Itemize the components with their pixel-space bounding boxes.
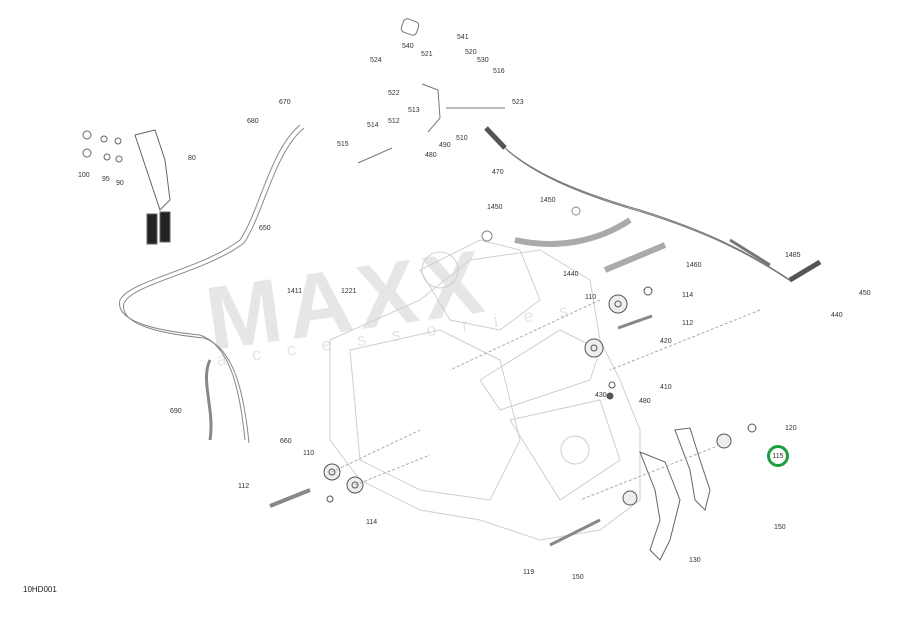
part-label[interactable]: 480 (425, 152, 437, 159)
part-label[interactable]: 110 (303, 450, 315, 457)
part-label[interactable]: 100 (78, 172, 90, 179)
hose-650 (119, 124, 305, 444)
part-label[interactable]: 130 (689, 557, 701, 564)
part-label[interactable]: 1460 (686, 262, 702, 269)
part-label[interactable]: 114 (682, 292, 694, 299)
part-label: 115 (772, 452, 784, 460)
hoses-upper (481, 206, 771, 273)
part-label[interactable]: 120 (785, 425, 797, 432)
part-label[interactable]: 514 (367, 122, 379, 129)
part-label[interactable]: 523 (512, 99, 524, 106)
part-label[interactable]: 90 (116, 180, 124, 187)
part-label[interactable]: 521 (421, 51, 433, 58)
bracket-130 (639, 427, 711, 561)
part-label[interactable]: 112 (682, 320, 694, 327)
part-label[interactable]: 1485 (785, 252, 801, 259)
part-label[interactable]: 680 (247, 118, 259, 125)
part-label[interactable]: 540 (402, 43, 414, 50)
pedal-assembly (82, 129, 171, 245)
part-label[interactable]: 512 (388, 118, 400, 125)
part-label[interactable]: 470 (492, 169, 504, 176)
part-label[interactable]: 670 (279, 99, 291, 106)
part-label[interactable]: 522 (388, 90, 400, 97)
part-label[interactable]: 420 (660, 338, 672, 345)
part-label[interactable]: 1221 (341, 288, 357, 295)
part-label[interactable]: 520 (465, 49, 477, 56)
part-label[interactable]: 541 (457, 34, 469, 41)
part-label[interactable]: 119 (523, 569, 535, 576)
engine-assembly (329, 239, 641, 541)
part-label[interactable]: 650 (259, 225, 271, 232)
part-label[interactable]: 516 (493, 68, 505, 75)
part-label[interactable]: 150 (774, 524, 786, 531)
part-label[interactable]: 80 (188, 155, 196, 162)
part-label[interactable]: 530 (477, 57, 489, 64)
part-label[interactable]: 513 (408, 107, 420, 114)
part-label[interactable]: 1411 (287, 288, 303, 295)
part-label[interactable]: 490 (439, 142, 451, 149)
part-label[interactable]: 95 (102, 176, 110, 183)
part-label[interactable]: 150 (572, 574, 584, 581)
part-label[interactable]: 450 (859, 290, 871, 297)
part-label[interactable]: 110 (585, 294, 597, 301)
part-label[interactable]: 690 (170, 408, 182, 415)
part-label[interactable]: 114 (366, 519, 378, 526)
part-label[interactable]: 1450 (540, 197, 556, 204)
part-label[interactable]: 480 (639, 398, 651, 405)
part-label[interactable]: 410 (660, 384, 672, 391)
part-label[interactable]: 660 (280, 438, 292, 445)
part-label[interactable]: 515 (337, 141, 349, 148)
leader-lines (331, 299, 761, 501)
shift-lever-assembly (357, 18, 822, 283)
part-label[interactable]: 440 (831, 312, 843, 319)
part-label[interactable]: 510 (456, 135, 468, 142)
part-label[interactable]: 430 (595, 392, 607, 399)
part-label[interactable]: 112 (238, 483, 250, 490)
part-label[interactable]: 1450 (487, 204, 503, 211)
part-label[interactable]: 524 (370, 57, 382, 64)
diagram-reference-code: 10HD001 (23, 585, 57, 594)
part-label[interactable]: 1440 (563, 271, 579, 278)
highlighted-part-115[interactable]: 115 (767, 445, 789, 467)
